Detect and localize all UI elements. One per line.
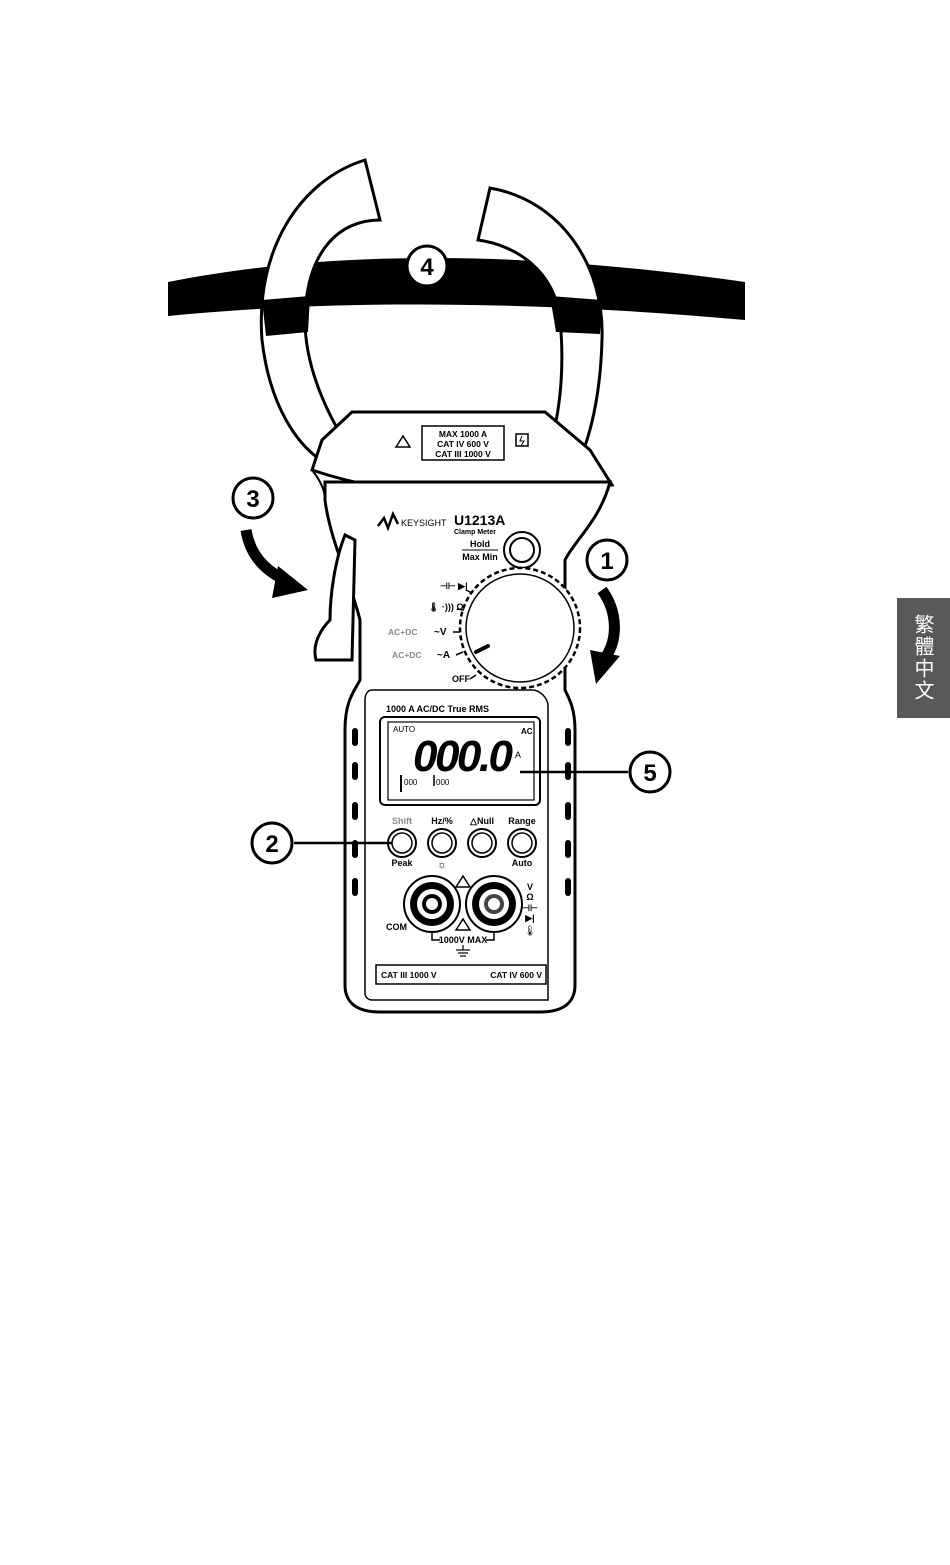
com-terminal[interactable] (404, 876, 460, 932)
null-label: △Null (469, 816, 494, 826)
dial-position-capacitance-diode: ⊣⊢ ▶| (440, 581, 468, 591)
language-tab-label: 繁體中文 (909, 614, 938, 702)
svg-text:5: 5 (643, 760, 656, 787)
callout-1: 1 (587, 540, 627, 580)
brand-name: KEYSIGHT (401, 518, 447, 528)
lcd-unit: A (515, 750, 521, 760)
dial-arrow-head (590, 650, 620, 684)
lcd-auto-indicator: AUTO (393, 725, 415, 734)
max-voltage-label: 1000V MAX (439, 935, 488, 945)
shift-label: Shift (392, 816, 412, 826)
lcd-bargraph-left: 000 (404, 778, 418, 787)
terminal-symbol-capacitor: ⊣⊢ (522, 903, 538, 913)
dial-position-temp-continuity-ohm: 🌡 ·))) Ω (428, 602, 464, 612)
com-label: COM (386, 922, 407, 932)
rating-line-3: CAT III 1000 V (435, 449, 491, 459)
language-tab[interactable]: 繁體中文 (897, 598, 950, 718)
null-button[interactable] (468, 829, 496, 857)
callout-3: 3 (233, 478, 273, 518)
shift-peak-button[interactable] (388, 829, 416, 857)
trigger (315, 535, 355, 660)
model-subtitle: Clamp Meter (454, 529, 496, 536)
rotary-dial[interactable] (460, 568, 580, 688)
terminal-symbol-diode: ▶| (524, 913, 534, 923)
hold-label: Hold (470, 539, 490, 549)
rating-line-1: MAX 1000 A (439, 429, 487, 439)
lcd-reading: 000.0 (413, 732, 514, 781)
dial-position-amps-prefix: AC+DC (392, 650, 422, 660)
svg-text:3: 3 (246, 486, 259, 513)
callout-2: 2 (252, 823, 292, 863)
dial-position-off: OFF (452, 674, 470, 684)
terminal-symbol-temperature: 🌡 (524, 925, 537, 937)
panel-heading: 1000 A AC/DC True RMS (386, 704, 489, 714)
svg-text:4: 4 (420, 254, 434, 281)
backlight-icon: ☼ (437, 859, 447, 871)
peak-label: Peak (391, 858, 413, 868)
svg-text:1: 1 (600, 548, 613, 575)
callout-4: 4 (407, 246, 447, 286)
dial-position-volts-prefix: AC+DC (388, 627, 418, 637)
svg-text:2: 2 (265, 831, 278, 858)
dial-position-volts-suffix: ~V (434, 627, 447, 638)
rating-line-2: CAT IV 600 V (437, 439, 489, 449)
max-min-label: Max Min (462, 552, 498, 562)
hz-percent-label: Hz/% (431, 816, 453, 826)
range-auto-button[interactable] (508, 829, 536, 857)
range-label: Range (508, 816, 536, 826)
cat-iii-rating: CAT III 1000 V (381, 970, 437, 980)
lcd-bargraph-right: 000 (436, 778, 450, 787)
model-number: U1213A (454, 512, 505, 528)
hold-button[interactable] (504, 532, 540, 568)
cable (168, 258, 745, 320)
trigger-arrow-head (272, 566, 308, 598)
dial-arrow (602, 590, 614, 658)
terminal-symbol-ohm: Ω (526, 892, 533, 902)
dial-position-amps-suffix: ~A (437, 650, 450, 661)
terminal-symbol-v: V (527, 882, 533, 892)
callout-5: 5 (630, 752, 670, 792)
auto-label: Auto (512, 858, 533, 868)
lcd-ac-indicator: AC (521, 727, 533, 736)
cat-iv-rating: CAT IV 600 V (490, 970, 542, 980)
hz-percent-button[interactable] (428, 829, 456, 857)
voltage-ohm-terminal[interactable] (466, 876, 522, 932)
